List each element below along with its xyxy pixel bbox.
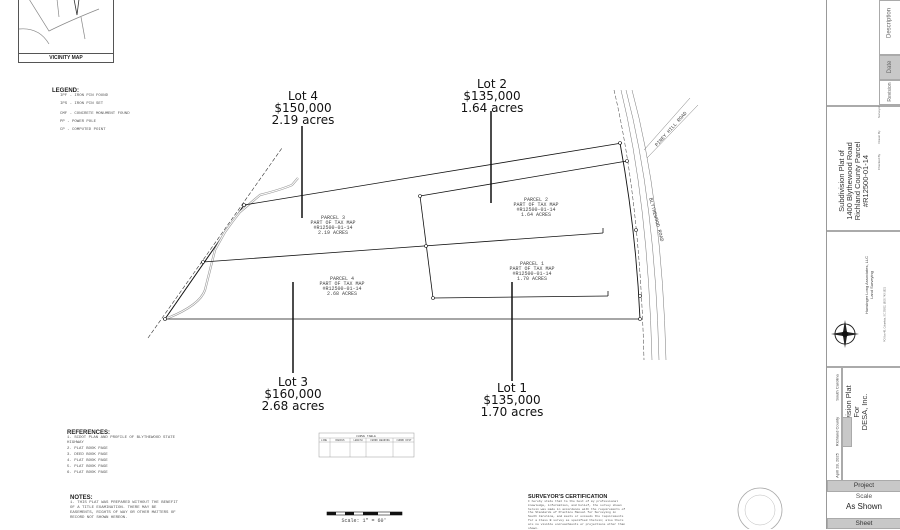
svg-text:PARCEL 2: PARCEL 2 (524, 197, 548, 203)
svg-text:#R12500-01-14: #R12500-01-14 (512, 271, 551, 277)
lot-name: Lot 4 (288, 89, 318, 103)
svg-text:LENGTH: LENGTH (353, 439, 363, 442)
surveyor-seal (737, 487, 783, 529)
vicinity-map: VICINITY MAP (18, 0, 114, 63)
legend-item: CP - COMPUTED POINT (60, 128, 106, 132)
svg-text:LINE: LINE (321, 439, 328, 442)
drawn-by-field: Drawn By (877, 130, 881, 144)
notes: NOTES: 1. THIS PLAT WAS PREPARED WITHOUT… (70, 495, 180, 521)
curve-table: CURVE TABLE LINE RADIUS LENGTH CHORD BEA… (318, 432, 415, 458)
svg-text:CURVE TABLE: CURVE TABLE (356, 435, 376, 438)
lot-price: $160,000 (264, 387, 322, 401)
legend-item: IPF - IRON PIN FOUND (60, 94, 109, 98)
west-boundary (147, 147, 283, 339)
svg-text:1.70 ACRES: 1.70 ACRES (517, 276, 547, 282)
sheet-field: Sheet (855, 520, 873, 527)
title-block: Description Date Revision Surveyor Drawn… (826, 0, 900, 529)
reference-item: 3. DEED BOOK PAGE (67, 453, 108, 457)
lot-acres: 2.19 acres (271, 113, 335, 127)
road-frontage (619, 142, 641, 320)
svg-text:PART OF TAX MAP: PART OF TAX MAP (513, 202, 558, 208)
scale-field: Scale (855, 493, 873, 500)
legend-item: IPS - IRON PIN SET (60, 102, 104, 106)
parcel-2-north-line (419, 160, 628, 197)
legend-item: CMF - CONCRETE MONUMENT FOUND (60, 112, 130, 116)
svg-text:PARCEL 1: PARCEL 1 (520, 261, 544, 267)
checked-by-field: Checked By (877, 153, 881, 171)
survey-points (163, 141, 642, 321)
svg-text:#R12500-01-14: #R12500-01-14 (516, 207, 555, 213)
lot-name: Lot 2 (477, 77, 507, 91)
lot-acres: 1.70 acres (480, 405, 544, 419)
lot-name: Lot 1 (497, 381, 527, 395)
notes-title: NOTES: (70, 495, 93, 501)
scale-value: As Shown (845, 502, 883, 511)
vicinity-map-roads (19, 0, 100, 45)
reference-item: 5. PLAT BOOK PAGE (67, 465, 108, 469)
reference-item: 6. PLAT BOOK PAGE (67, 471, 108, 475)
legend-title: LEGEND: (52, 88, 79, 94)
svg-text:CHORD BEARING: CHORD BEARING (370, 439, 390, 442)
project-state: South Carolina (834, 374, 840, 401)
certification-text: I hereby state that to the best of my pr… (528, 500, 626, 530)
company-address: PO Box 48, Columbia, SC 29202, (803) 743… (883, 286, 887, 343)
svg-text:PART OF TAX MAP: PART OF TAX MAP (310, 220, 355, 226)
lot-price: $135,000 (483, 393, 541, 407)
svg-text:1.64 ACRES: 1.64 ACRES (521, 212, 551, 218)
svg-text:PARCEL 4: PARCEL 4 (330, 276, 354, 282)
project-county: Richland County (834, 416, 840, 447)
reference-item: 1. SCDOT PLAN AND PROFILE OF BLYTHEWOOD … (67, 436, 176, 445)
reference-item: 2. PLAT BOOK PAGE (67, 447, 108, 451)
lot-price: $135,000 (463, 89, 521, 103)
svg-text:#R12500-01-14: #R12500-01-14 (322, 286, 361, 292)
legend: LEGEND: IPF - IRON PIN FOUND IPS - IRON … (52, 88, 130, 133)
description-header: Description (886, 8, 893, 39)
lot-acres: 2.68 acres (261, 399, 325, 413)
references-title: REFERENCES: (67, 430, 111, 436)
certification-title: SURVEYOR'S CERTIFICATION (528, 494, 608, 500)
svg-text:CHORD DIST: CHORD DIST (396, 439, 412, 442)
svg-text:PART OF TAX MAP: PART OF TAX MAP (509, 266, 554, 272)
svg-text:RADIUS: RADIUS (335, 439, 345, 442)
project-date: April 28, 2025 (834, 453, 840, 478)
svg-text:PART OF TAX MAP: PART OF TAX MAP (319, 281, 364, 287)
svg-text:#R12500-01-14: #R12500-01-14 (313, 225, 352, 231)
north-boundary (243, 142, 623, 206)
lot-price: $150,000 (274, 101, 332, 115)
vicinity-map-label: VICINITY MAP (19, 53, 113, 61)
compass-rose-logo (831, 320, 859, 348)
svg-text:PARCEL 3: PARCEL 3 (321, 215, 345, 221)
parcel-1-south-line (432, 295, 609, 299)
revision-header: Revision (887, 82, 893, 102)
reference-item: 4. PLAT BOOK PAGE (67, 459, 108, 463)
date-header: Date (887, 60, 893, 74)
note-item: 1. THIS PLAT WAS PREPARED WITHOUT THE BE… (70, 501, 179, 520)
surveyor-certification: SURVEYOR'S CERTIFICATION I hereby state … (528, 494, 626, 530)
svg-text:2.19 ACRES: 2.19 ACRES (318, 230, 348, 236)
surveyor-field: Surveyor (877, 106, 881, 119)
scale-bar: Scale: 1" = 60' (326, 511, 403, 524)
piney-hill-road-label: PINEY HILL ROAD (654, 111, 689, 148)
legend-item: PP - POWER POLE (60, 120, 97, 124)
svg-text:2.68 ACRES: 2.68 ACRES (327, 291, 357, 297)
references: REFERENCES: 1. SCDOT PLAN AND PROFILE OF… (67, 430, 177, 476)
parcel-divider-line (202, 232, 604, 263)
project-field: Project (853, 482, 875, 489)
lot-name: Lot 3 (278, 375, 308, 389)
svg-text:Scale: 1" = 60': Scale: 1" = 60' (341, 518, 386, 524)
lot-acres: 1.64 acres (460, 101, 524, 115)
